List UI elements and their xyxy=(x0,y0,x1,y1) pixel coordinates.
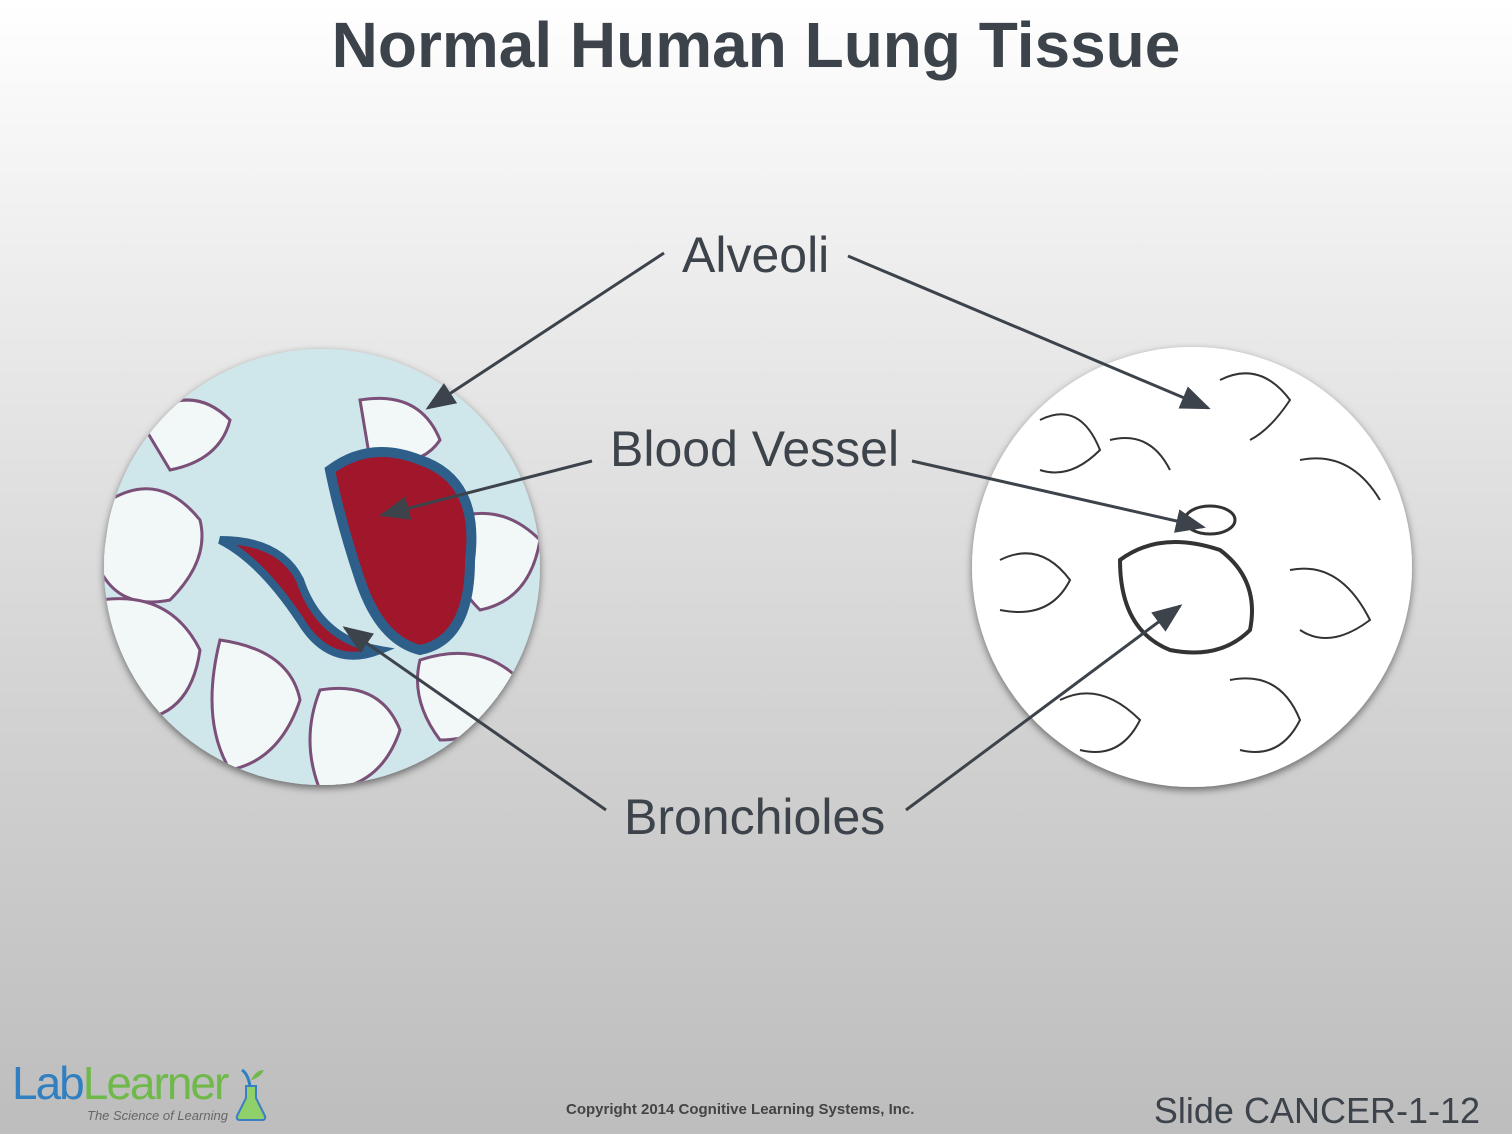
label-bronchioles: Bronchioles xyxy=(624,789,886,845)
label-blood-vessel: Blood Vessel xyxy=(610,421,900,477)
copyright-text: Copyright 2014 Cognitive Learning System… xyxy=(566,1101,915,1118)
blood-vessel-pointer-left xyxy=(379,459,593,520)
bronchioles-pointer-left xyxy=(342,626,607,812)
flask-icon xyxy=(235,1068,267,1121)
slide-title: Normal Human Lung Tissue xyxy=(331,9,1181,81)
micrograph-circle xyxy=(104,349,540,785)
label-alveoli: Alveoli xyxy=(682,227,830,283)
logo-learner: Learner xyxy=(82,1057,230,1109)
slide-id: Slide CANCER-1-12 xyxy=(1153,1090,1480,1131)
logo-wordmark: LabLearner xyxy=(12,1057,230,1109)
blood-vessel-pointer-right xyxy=(911,459,1206,533)
logo-tagline: The Science of Learning xyxy=(87,1108,228,1123)
sketch-circle xyxy=(972,347,1412,787)
lablearner-logo: LabLearner The Science of Learning xyxy=(12,1060,272,1130)
bronchioles-pointer-right xyxy=(905,604,1183,812)
pointer-lines xyxy=(342,251,1211,812)
alveoli-pointer-left xyxy=(425,251,665,410)
alveoli-pointer-right xyxy=(847,254,1211,410)
logo-lab: Lab xyxy=(12,1057,85,1109)
